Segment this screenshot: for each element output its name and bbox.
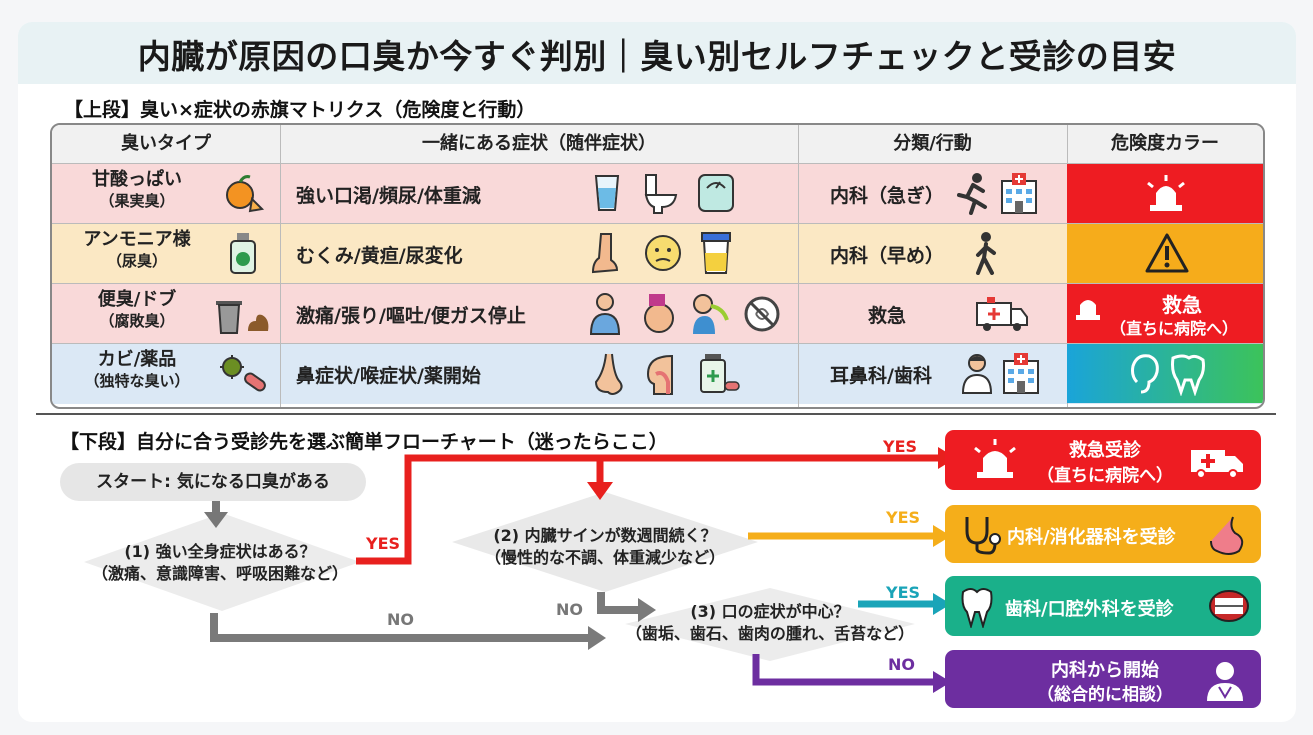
stomach-icon <box>1210 516 1244 555</box>
bottom-section-label: 【下段】自分に合う受診先を選ぶ簡単フローチャート（迷ったらここ） <box>60 431 668 453</box>
water-glass-icon <box>594 175 620 211</box>
warning-icon <box>1145 233 1189 273</box>
hospital-icon <box>1001 173 1037 214</box>
header-risk-color: 危険度カラー <box>1067 125 1263 164</box>
risk-text-sub: （直ちに病院へ） <box>1109 319 1238 338</box>
smell-sub: （腐敗臭） <box>99 312 175 330</box>
ambulance-icon <box>976 297 1028 331</box>
header-symptoms: 一緒にある症状（随伴症状） <box>280 125 798 164</box>
mold-pill-icon <box>220 355 266 392</box>
header-smell-type: 臭いタイプ <box>52 125 280 164</box>
no-gas-icon <box>744 296 780 332</box>
q2-diamond <box>452 492 758 592</box>
symptom-text: 強い口渇/頻尿/体重減 <box>296 185 481 207</box>
dest-general-internal: 内科から開始 （総合的に相談） <box>945 650 1261 708</box>
doctor-icon <box>961 354 993 394</box>
q1-line1: (1) 強い全身症状はある？ <box>124 542 316 561</box>
q3-line2: （歯垢、歯石、歯肉の腫れ、舌苔など） <box>625 624 915 643</box>
smell-name: 甘酸っぱい <box>92 169 182 190</box>
ear-tooth-icon <box>1131 354 1205 396</box>
symptom-text: 鼻症状/喉症状/薬開始 <box>296 365 481 387</box>
dest-internal-gi-label: 内科/消化器科を受診 <box>1007 527 1176 548</box>
smell-sub: （果実臭） <box>99 192 175 210</box>
smell-cell: アンモニア様 （尿臭） <box>52 229 222 271</box>
q2-line2: （慢性的な不調、体重減少など） <box>484 548 725 567</box>
dest-general-line1: 内科から開始 <box>1051 660 1159 681</box>
yellow-face-icon <box>645 235 681 271</box>
medicine-icon <box>700 354 740 393</box>
bloated-belly-icon <box>644 294 674 333</box>
hospital-icon <box>1003 353 1039 394</box>
swollen-leg-icon <box>591 233 619 274</box>
q3-yes-label: YES <box>886 583 921 602</box>
siren-icon <box>1147 175 1185 211</box>
bottle-icon <box>230 233 256 274</box>
symptom-text: 激痛/張り/嘔吐/便ガス停止 <box>296 305 526 327</box>
toilet-icon <box>644 174 678 214</box>
walking-person-icon <box>976 232 996 275</box>
action-text: 耳鼻科/歯科 <box>830 365 932 387</box>
dest-emergency-line1: 救急受診 <box>1069 440 1141 461</box>
throat-icon <box>646 354 673 395</box>
smell-name: カビ/薬品 <box>97 349 177 370</box>
dest-dental: 歯科/口腔外科を受診 <box>945 576 1261 636</box>
siren-icon <box>1076 300 1100 320</box>
flow-start: スタート: 気になる口臭がある <box>60 463 366 501</box>
dest-general-line2: （総合的に相談） <box>1037 685 1173 705</box>
smell-cell: 便臭/ドブ （腐敗臭） <box>52 289 222 331</box>
smell-cell: 甘酸っぱい （果実臭） <box>52 169 222 211</box>
q1-no-label: NO <box>387 610 414 629</box>
emergency-yes-label: YES <box>883 437 918 456</box>
scale-icon <box>698 174 734 212</box>
q3-no-label: NO <box>888 655 915 674</box>
dest-emergency: 救急受診 （直ちに病院へ） <box>945 430 1261 490</box>
q2-yes-label: YES <box>886 508 921 527</box>
vomiting-icon <box>693 294 729 334</box>
ambulance-icon <box>1191 450 1243 479</box>
page-title: 内臓が原因の口臭か今すぐ判別｜臭い別セルフチェックと受診の目安 <box>137 37 1177 76</box>
dest-internal-gi: 内科/消化器科を受診 <box>945 505 1261 563</box>
q3-line1: (3) 口の症状が中心？ <box>690 602 850 621</box>
symptom-text: むくみ/黄疸/尿変化 <box>296 245 463 267</box>
pain-person-icon <box>589 293 621 335</box>
action-text: 救急 <box>868 305 907 327</box>
q1-diamond <box>84 513 360 611</box>
risk-color-cell <box>1067 344 1263 403</box>
action-text: 内科（急ぎ） <box>830 185 945 207</box>
siren-icon <box>974 439 1016 478</box>
doctor-icon <box>1207 662 1243 701</box>
q3-diamond <box>625 588 915 661</box>
q2-no-label: NO <box>556 600 583 619</box>
smell-cell: カビ/薬品 （独特な臭い） <box>52 349 222 391</box>
q2-line1: (2) 内臓サインが数週間続く？ <box>493 526 717 545</box>
stethoscope-icon <box>965 517 1001 555</box>
title-band <box>18 22 1296 84</box>
dest-dental-label: 歯科/口腔外科を受診 <box>1005 599 1174 620</box>
nose-icon <box>594 353 623 395</box>
section-divider <box>36 413 1276 415</box>
trash-can-icon <box>216 301 269 334</box>
header-action: 分類/行動 <box>798 125 1067 164</box>
smell-name: 便臭/ドブ <box>97 289 177 310</box>
action-text: 内科（早め） <box>830 245 945 267</box>
running-person-icon <box>957 173 987 215</box>
top-section-label: 【上段】臭い×症状の赤旗マトリクス（危険度と行動） <box>64 99 536 121</box>
risk-text: 救急 <box>1162 293 1202 317</box>
tooth-icon <box>961 588 993 628</box>
orange-icon <box>226 175 265 213</box>
q1-yes-label: YES <box>366 534 401 553</box>
smell-name: アンモニア様 <box>83 229 191 250</box>
red-flag-matrix: 臭いタイプ 一緒にある症状（随伴症状） 分類/行動 危険度カラー 甘酸っぱい （… <box>50 123 1265 409</box>
q1-line2: （激痛、意識障害、呼吸困難など） <box>91 564 348 583</box>
mouth-icon <box>1209 590 1249 622</box>
smell-sub: （独特な臭い） <box>84 372 190 390</box>
urine-cup-icon <box>701 232 731 274</box>
risk-color-cell <box>1067 284 1263 343</box>
dest-emergency-line2: （直ちに病院へ） <box>1037 466 1173 486</box>
smell-sub: （尿臭） <box>106 252 167 270</box>
